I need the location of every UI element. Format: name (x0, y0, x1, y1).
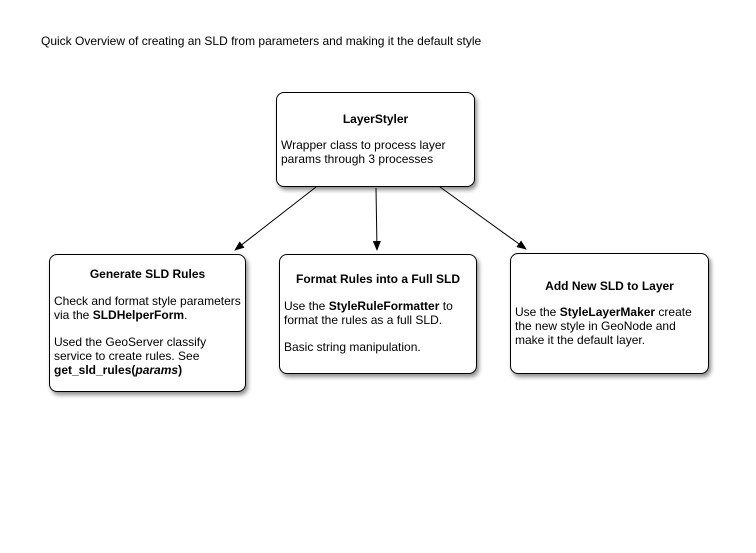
node-layer-styler: LayerStyler Wrapper class to process lay… (276, 92, 475, 187)
text: Use the (284, 299, 329, 313)
text: Check and format style parameters via th… (54, 294, 241, 322)
class-name: SLDHelperForm (92, 308, 185, 322)
text: Use the (515, 305, 560, 319)
node-title: Generate SLD Rules (89, 267, 206, 281)
node-title: Add New SLD to Layer (545, 279, 674, 293)
text: create the new style in GeoNode and make… (515, 305, 692, 347)
node-format-rules: Format Rules into a Full SLD Use the Sty… (279, 254, 477, 374)
class-name: StyleLayerMaker (559, 305, 656, 319)
arrow-to-format-rules (372, 187, 381, 251)
function-name: get_sld_rules( (54, 363, 136, 377)
node-paragraph: Use the StyleLayerMaker create the new s… (515, 305, 704, 347)
page-title: Quick Overview of creating an SLD from p… (41, 34, 482, 48)
node-title: LayerStyler (342, 112, 409, 126)
node-description: Wrapper class to process layer params th… (281, 138, 446, 166)
node-paragraph: Basic string manipulation. (284, 340, 421, 354)
text: . (184, 308, 188, 322)
node-title: Format Rules into a Full SLD (295, 272, 460, 286)
arrow-to-add-new-sld (439, 186, 527, 250)
class-name: StyleRuleFormatter (328, 299, 440, 313)
text: to format the rules as a full SLD. (284, 299, 453, 327)
node-paragraph: Check and format style parameters via th… (54, 294, 241, 322)
node-paragraph: Use the StyleRuleFormatter to format the… (284, 299, 472, 327)
arrow-to-generate-sld-rules (234, 186, 317, 251)
function-close: ) (178, 363, 183, 377)
function-param: params (135, 363, 179, 377)
text: Used the GeoServer classify service to c… (54, 335, 207, 363)
node-add-new-sld: Add New SLD to Layer Use the StyleLayerM… (510, 253, 709, 374)
node-generate-sld-rules: Generate SLD Rules Check and format styl… (49, 254, 246, 392)
node-paragraph: Used the GeoServer classify service to c… (54, 335, 241, 377)
